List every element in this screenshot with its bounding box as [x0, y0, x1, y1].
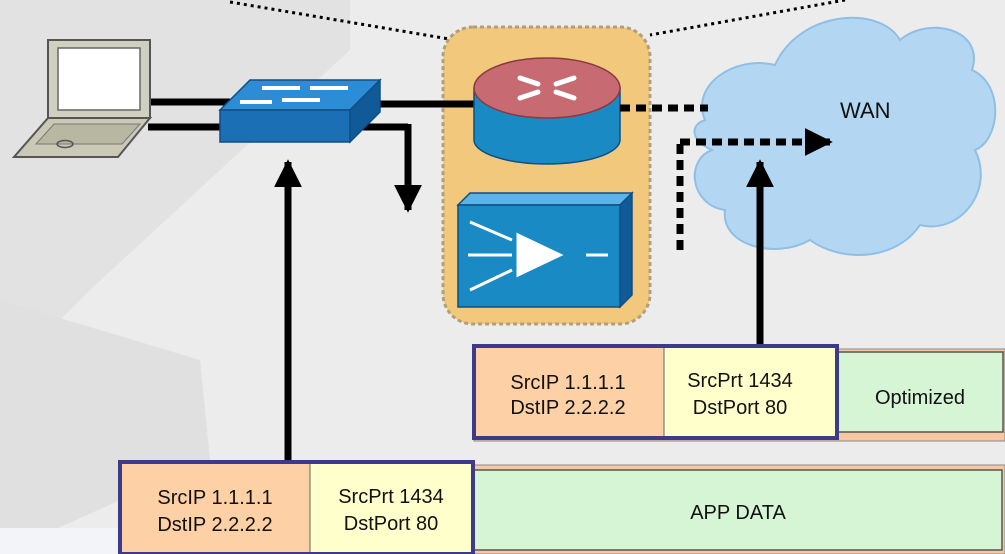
laptop-icon [11, 39, 153, 158]
wan-optimizer-icon [456, 191, 634, 309]
packet-optimized-header-outline [472, 344, 839, 440]
dotted-guide-lines [229, 0, 846, 42]
packet-optimized-payload [836, 351, 1004, 433]
packet-optimized: SrcIP 1.1.1.1 DstIP 2.2.2.2 SrcPrt 1434 … [472, 344, 1005, 442]
packet-original-src-port: SrcPrt 1434 [338, 486, 444, 508]
packet-optimized-src-port: SrcPrt 1434 [687, 370, 793, 392]
packet-optimized-port-header [663, 345, 838, 439]
packet-original-dst-ip: DstIP 2.2.2.2 [157, 514, 272, 536]
packet-original-payload-label: APP DATA [690, 502, 786, 524]
link-lines [148, 98, 478, 213]
packet-optimized-payload-label: Optimized [875, 387, 965, 409]
optimized-path [620, 104, 833, 250]
packet-optimized-dst-ip: DstIP 2.2.2.2 [510, 397, 625, 419]
packet-original-header-outline [118, 460, 475, 554]
packet-original-payload [472, 469, 1003, 551]
router-icon [473, 57, 621, 165]
cloud-icon [693, 16, 997, 256]
wan-label: WAN [840, 98, 891, 123]
switch-icon [218, 78, 382, 144]
packet-original-port-header [309, 461, 474, 554]
packet-original: SrcIP 1.1.1.1 DstIP 2.2.2.2 SrcPrt 1434 … [118, 460, 1005, 554]
packet-original-ip-header [120, 462, 310, 554]
packet-optimized-ip-header [474, 346, 664, 438]
packet-optimized-dst-port: DstPort 80 [693, 397, 787, 419]
packet-optimized-src-ip: SrcIP 1.1.1.1 [510, 372, 625, 394]
packet-original-dst-port: DstPort 80 [344, 513, 438, 535]
packet-original-src-ip: SrcIP 1.1.1.1 [157, 487, 272, 509]
